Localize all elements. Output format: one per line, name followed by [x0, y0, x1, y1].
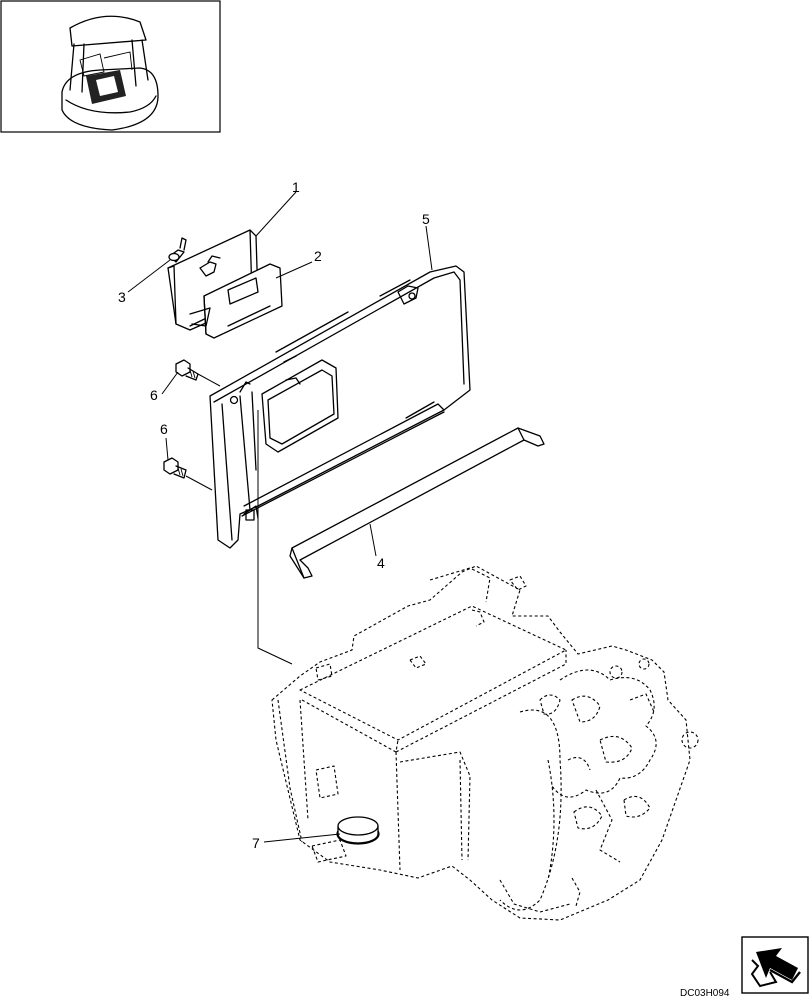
part-2-panel — [189, 263, 283, 339]
part-7-cap — [336, 816, 380, 845]
callout-6-lower: 6 — [160, 421, 168, 437]
engine-reference — [271, 565, 699, 921]
callout-5: 5 — [422, 211, 430, 227]
part-5-housing-cover — [209, 265, 471, 549]
next-page-arrow-icon[interactable] — [741, 936, 809, 994]
drawing-reference-code: DC03H094 — [680, 988, 730, 999]
callout-1: 1 — [292, 179, 300, 195]
machine-thumbnail — [0, 0, 221, 133]
callout-6-upper: 6 — [150, 387, 158, 403]
callout-7: 7 — [252, 835, 260, 851]
callout-3: 3 — [118, 289, 126, 305]
callout-4: 4 — [377, 555, 385, 571]
part-4-rod — [289, 427, 545, 579]
callout-2: 2 — [314, 248, 322, 264]
connection-lines — [185, 373, 293, 665]
part-6-bolt-upper — [175, 359, 199, 381]
part-3-clip — [168, 237, 187, 263]
leader-lines — [127, 191, 433, 843]
part-6-bolt-lower — [163, 457, 187, 479]
